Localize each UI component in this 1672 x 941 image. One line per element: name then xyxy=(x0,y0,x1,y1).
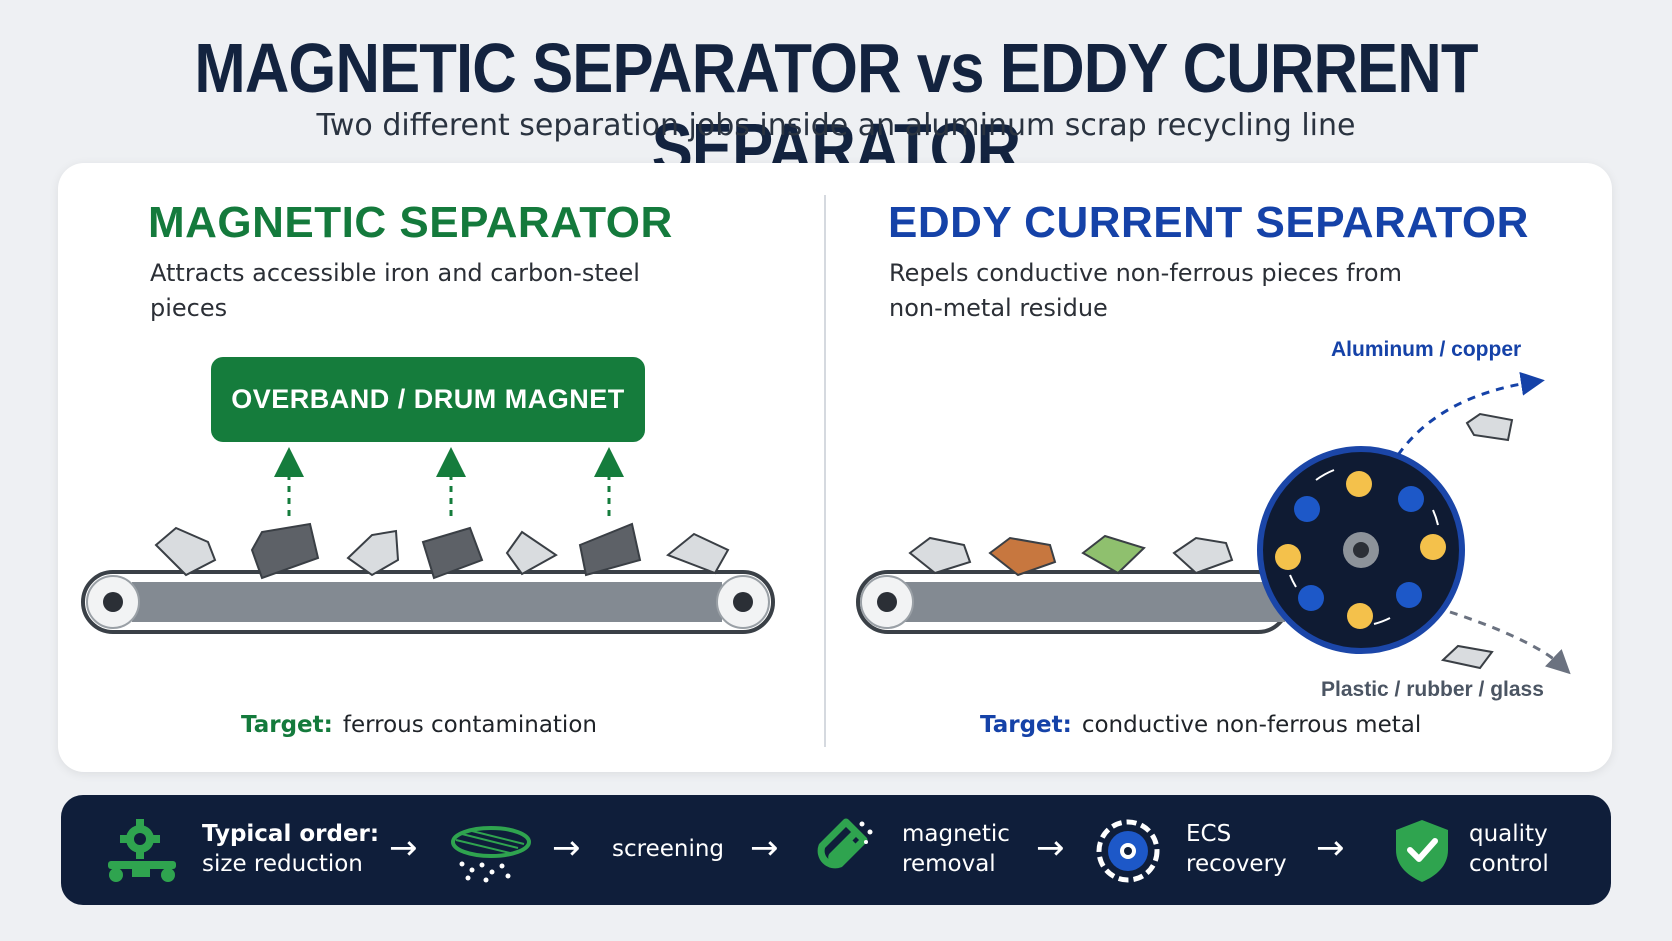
screen-sieve-icon xyxy=(451,826,531,883)
flow-arrow-5: → xyxy=(1316,828,1345,868)
dropped-residue-piece xyxy=(1440,644,1494,670)
eddy-current-rotor xyxy=(1257,446,1465,654)
eddy-scrap-pieces xyxy=(908,534,1234,577)
magnet-icon xyxy=(817,818,873,869)
magnetic-target: Target:ferrous contamination xyxy=(241,712,597,738)
ecs-rotor-icon xyxy=(1096,819,1160,883)
flow-arrow-3: → xyxy=(750,828,779,868)
magnetic-panel-title: MAGNETIC SEPARATOR xyxy=(148,198,673,247)
eddy-target: Target:conductive non-ferrous metal xyxy=(980,712,1422,738)
step-screening: screening xyxy=(612,836,725,862)
flow-arrow-1: → xyxy=(389,828,418,868)
panel-divider xyxy=(824,195,826,747)
gear-crusher-icon xyxy=(108,819,176,882)
ejected-aluminum-piece xyxy=(1465,412,1514,442)
flow-arrow-2: → xyxy=(552,828,581,868)
output-label-residue: Plastic / rubber / glass xyxy=(1321,678,1544,701)
page-subtitle: Two different separation jobs inside an … xyxy=(316,108,1356,143)
residue-trajectory-arrow xyxy=(1449,610,1571,675)
metal-trajectory-arrow xyxy=(1396,371,1545,456)
step-size-reduction: Typical order:size reduction xyxy=(202,821,380,877)
shield-check-icon xyxy=(1396,820,1448,882)
magnetic-scrap-pieces xyxy=(154,522,730,580)
magnetic-conveyor xyxy=(81,570,775,634)
overband-drum-magnet: OVERBAND / DRUM MAGNET xyxy=(211,357,645,442)
flow-arrow-4: → xyxy=(1036,828,1065,868)
magnetic-attraction-arrows xyxy=(274,447,624,516)
magnetic-description: Attracts accessible iron and carbon-stee… xyxy=(150,259,640,322)
eddy-conveyor xyxy=(856,570,1290,634)
output-label-metal: Aluminum / copper xyxy=(1331,338,1522,361)
eddy-description: Repels conductive non-ferrous pieces fro… xyxy=(889,259,1402,322)
eddy-panel-title: EDDY CURRENT SEPARATOR xyxy=(888,198,1529,247)
page-title: MAGNETIC SEPARATOR vs EDDY CURRENT SEPAR… xyxy=(194,29,1478,187)
